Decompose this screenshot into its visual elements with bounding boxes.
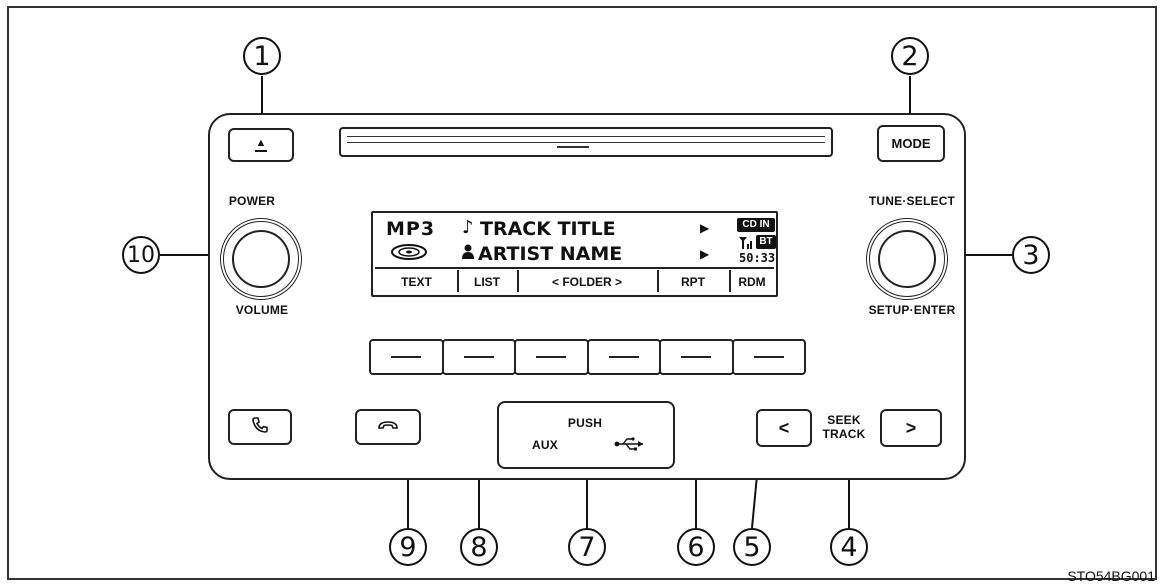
setup-enter-label: SETUP·ENTER xyxy=(868,303,956,317)
callout-2: 2 xyxy=(891,37,929,75)
figure-id: STO54BG001 xyxy=(1067,568,1155,584)
preset-button-2[interactable] xyxy=(441,339,516,375)
lcd-display xyxy=(371,211,778,297)
artist-arrow-icon: ▶ xyxy=(700,247,710,261)
phone-hangup-button[interactable] xyxy=(355,409,421,445)
tune-select-label: TUNE·SELECT xyxy=(868,194,956,208)
preset-button-5[interactable] xyxy=(659,339,734,375)
callout-3: 3 xyxy=(1012,236,1050,274)
preset-button-1[interactable] xyxy=(369,339,444,375)
preset-button-6[interactable] xyxy=(731,339,806,375)
time-display: 50:33 xyxy=(739,251,776,265)
preset-buttons-row xyxy=(369,339,806,375)
callout-1: 1 xyxy=(243,37,281,75)
callout-5: 5 xyxy=(733,528,771,566)
aux-label: AUX xyxy=(532,438,558,452)
person-icon xyxy=(461,244,475,260)
aux-usb-panel[interactable]: PUSH AUX xyxy=(497,401,675,469)
callout-4: 4 xyxy=(830,528,868,566)
callout-10: 10 xyxy=(122,236,160,274)
push-label: PUSH xyxy=(567,416,603,430)
note-icon: ♪ xyxy=(462,217,474,238)
phone-icon xyxy=(251,416,269,439)
callout-8: 8 xyxy=(460,528,498,566)
softkey-label-rdm: RDM xyxy=(738,275,766,289)
disc-icon xyxy=(390,244,428,260)
callout-6: 6 xyxy=(677,528,715,566)
softkey-label-text: TEXT xyxy=(401,275,432,289)
usb-icon xyxy=(613,436,647,452)
softkey-label-list: LIST xyxy=(474,275,500,289)
cd-slot xyxy=(339,127,833,157)
hang-up-icon xyxy=(377,418,399,436)
seek-prev-button[interactable]: < xyxy=(756,409,812,447)
power-volume-knob[interactable] xyxy=(220,218,302,300)
eject-icon: ▲ xyxy=(255,138,267,152)
track-arrow-icon: ▶ xyxy=(700,221,710,235)
callout-7: 7 xyxy=(568,528,606,566)
phone-pickup-button[interactable] xyxy=(228,409,292,445)
eject-button[interactable]: ▲ xyxy=(228,128,294,162)
bt-badge: BT xyxy=(756,235,776,249)
artist-name: ARTIST NAME xyxy=(478,243,623,265)
track-label: TRACK xyxy=(822,427,866,441)
seek-next-button[interactable]: > xyxy=(880,409,942,447)
tune-select-knob[interactable] xyxy=(866,218,948,300)
callout-9: 9 xyxy=(389,528,427,566)
signal-icon xyxy=(738,236,754,250)
source-label: MP3 xyxy=(386,218,436,240)
track-title: TRACK TITLE xyxy=(480,218,616,240)
mode-button[interactable]: MODE xyxy=(877,125,945,162)
volume-label: VOLUME xyxy=(235,303,289,317)
cd-in-badge: CD IN xyxy=(737,218,775,232)
figure-frame xyxy=(7,6,1157,580)
power-label: POWER xyxy=(228,194,276,208)
preset-button-3[interactable] xyxy=(514,339,589,375)
preset-button-4[interactable] xyxy=(586,339,661,375)
seek-label: SEEK xyxy=(827,413,861,427)
softkey-label-rpt: RPT xyxy=(681,275,705,289)
softkey-label-folder: < FOLDER > xyxy=(551,275,622,289)
